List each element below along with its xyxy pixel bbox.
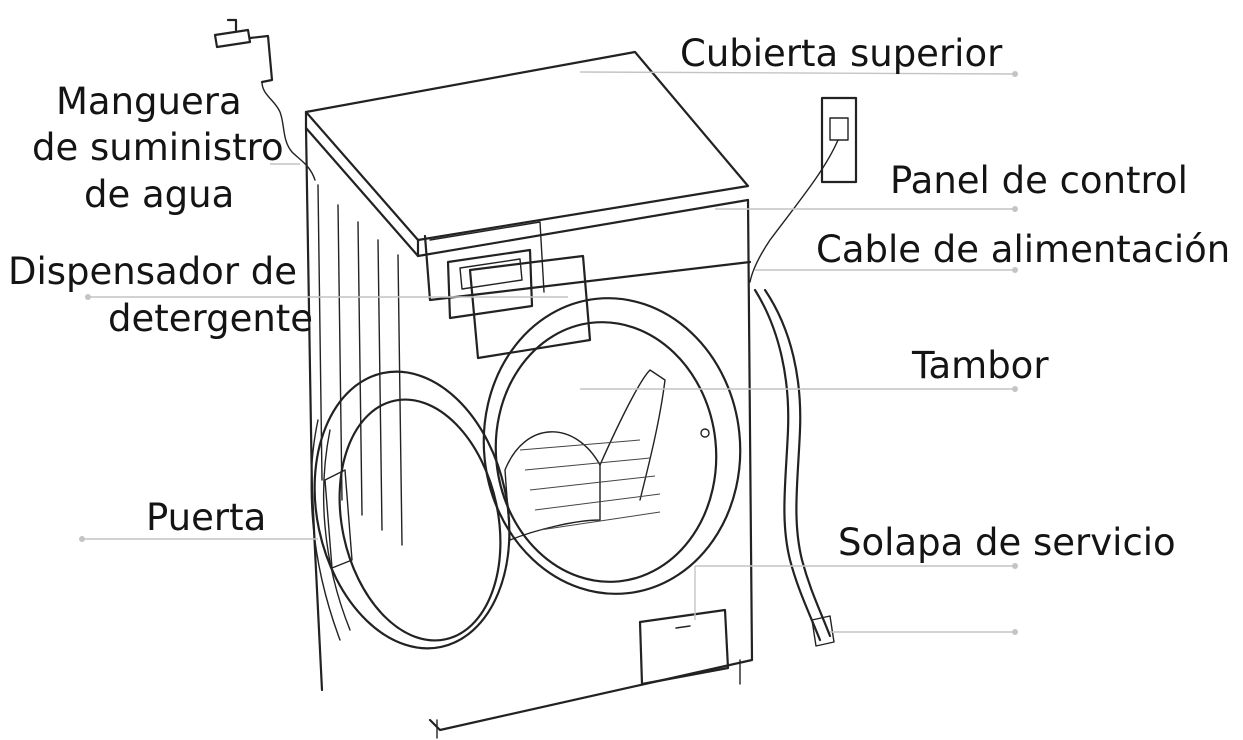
drum-perforations	[519, 439, 661, 531]
label-water-supply-hose-line2: de suministro	[32, 126, 284, 169]
drum-outer-ring	[482, 297, 742, 595]
label-service-flap: Solapa de servicio	[838, 521, 1176, 564]
door-hinge	[310, 419, 351, 641]
service-flap-shape	[638, 608, 730, 686]
drum-basket	[504, 431, 601, 541]
label-detergent-dispenser-line1: Dispensador de	[8, 250, 297, 293]
detergent-dispenser-front	[468, 254, 592, 360]
drum-paddle	[599, 369, 666, 501]
water-supply-hose	[261, 81, 316, 181]
label-top-cover: Cubierta superior	[680, 32, 1003, 75]
side-ribs	[317, 184, 403, 546]
leader-lines	[79, 71, 1018, 635]
label-door: Puerta	[146, 496, 266, 539]
feet	[436, 659, 741, 739]
drain-hose	[753, 288, 822, 642]
machine-left-side	[304, 126, 324, 692]
label-control-panel: Panel de control	[890, 159, 1188, 202]
machine-front-edge	[428, 198, 754, 732]
door-frame	[313, 370, 511, 650]
label-drum: Tambor	[911, 344, 1049, 387]
washing-machine-illustration	[213, 18, 858, 739]
top-cover-shape	[304, 50, 750, 242]
label-power-cable: Cable de alimentación	[816, 228, 1230, 271]
detergent-dispenser-tray	[446, 248, 534, 320]
label-water-supply-hose-line1: Manguera	[56, 80, 242, 123]
control-panel-shape	[423, 234, 752, 302]
label-water-supply-hose-line3: de agua	[84, 173, 234, 216]
door-glass	[338, 398, 502, 642]
wall-socket	[820, 96, 858, 184]
water-tap	[213, 18, 274, 84]
label-detergent-dispenser-line2: detergente	[108, 297, 313, 340]
power-cable-line	[749, 139, 839, 283]
